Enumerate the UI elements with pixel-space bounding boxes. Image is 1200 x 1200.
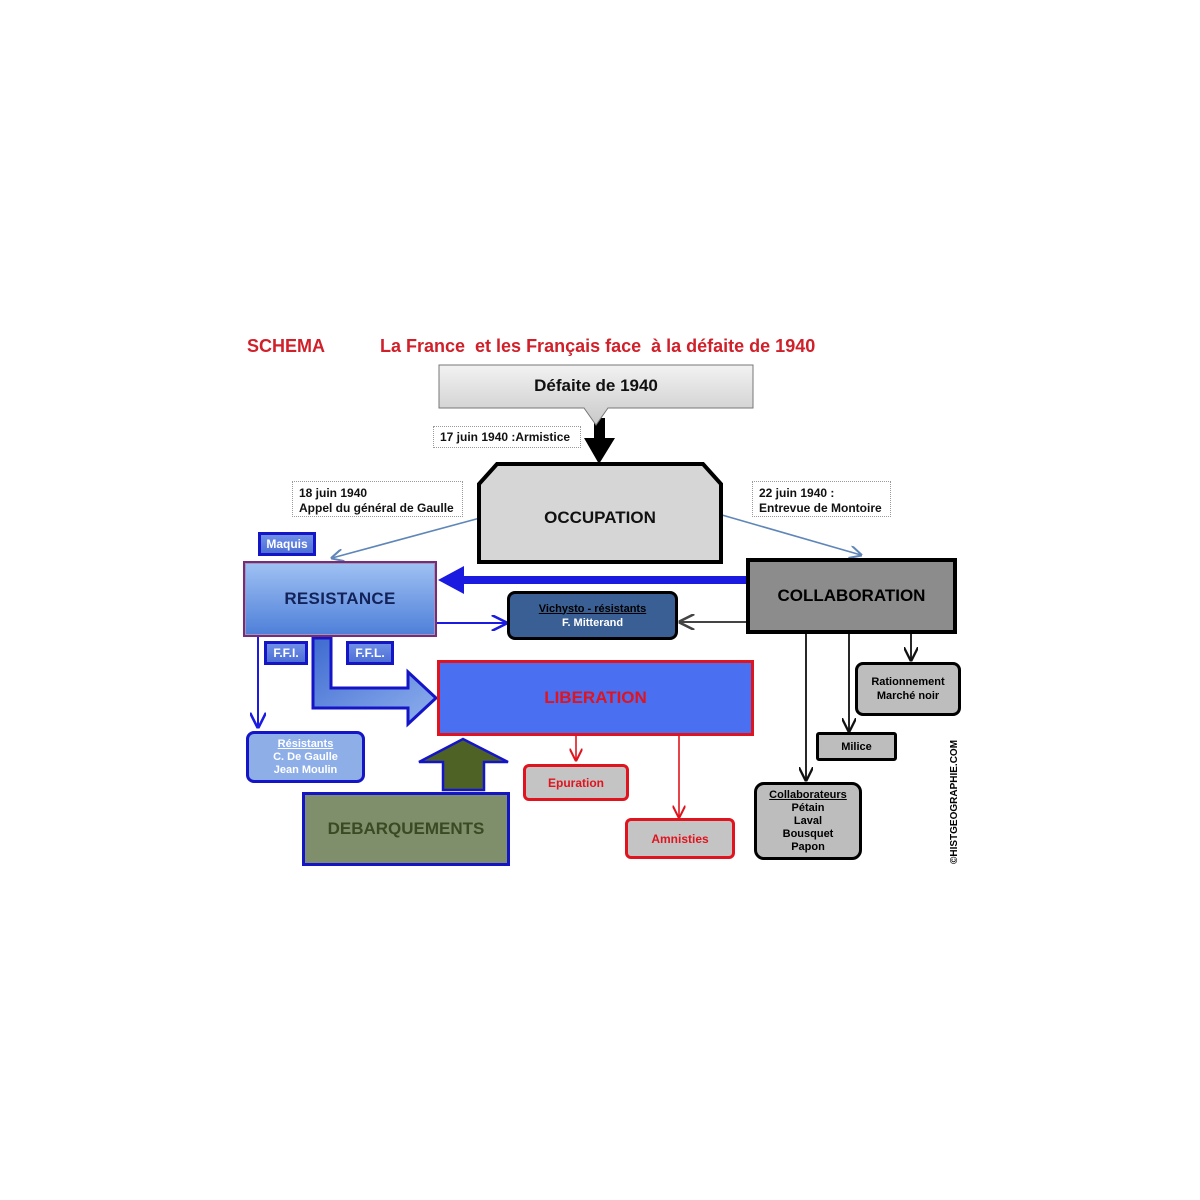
- ffi-tag: F.F.I.: [264, 641, 308, 665]
- defaite-node: Défaite de 1940: [438, 364, 754, 426]
- maquis-tag: Maquis: [258, 532, 316, 556]
- debarquements-to-liberation-arrow: [418, 737, 509, 792]
- montoire-note: 22 juin 1940 : Entrevue de Montoire: [752, 481, 891, 517]
- resistants-heading: Résistants: [277, 737, 334, 750]
- rationnement-line1: Rationnement: [871, 676, 945, 688]
- appel-note: 18 juin 1940 Appel du général de Gaulle: [292, 481, 463, 517]
- liberation-label: LIBERATION: [544, 688, 647, 707]
- collaborateurs-name: Pétain: [791, 801, 825, 814]
- montoire-line2: Entrevue de Montoire: [759, 501, 882, 515]
- occupation-label: OCCUPATION: [544, 508, 656, 527]
- ffl-tag: F.F.L.: [346, 641, 394, 665]
- milice-node: Milice: [816, 732, 897, 761]
- vichysto-heading: Vichysto - résistants: [538, 602, 647, 615]
- collaborateurs-node: Collaborateurs Pétain Laval Bousquet Pap…: [754, 782, 862, 860]
- montoire-line1: 22 juin 1940 :: [759, 486, 835, 500]
- ffi-label: F.F.I.: [273, 646, 299, 660]
- rationnement-node: Rationnement Marché noir: [855, 662, 961, 716]
- resistance-label: RESISTANCE: [284, 589, 396, 608]
- appel-line2: Appel du général de Gaulle: [299, 501, 454, 515]
- occupation-to-resistance-arrow: [332, 517, 481, 558]
- collaboration-to-resistance-arrow: [438, 566, 746, 594]
- resistance-node: RESISTANCE: [243, 561, 437, 637]
- occupation-to-collaboration-arrow: [721, 514, 861, 555]
- occupation-node: OCCUPATION: [477, 462, 723, 564]
- collaborateurs-name: Papon: [791, 840, 825, 853]
- defaite-shape: [438, 364, 754, 426]
- liberation-node: LIBERATION: [437, 660, 754, 736]
- milice-label: Milice: [841, 740, 872, 753]
- amnisties-node: Amnisties: [625, 818, 735, 859]
- vichysto-node: Vichysto - résistants F. Mitterand: [507, 591, 678, 640]
- epuration-label: Epuration: [548, 775, 604, 790]
- resistance-to-liberation-arrow: [311, 636, 439, 728]
- resistants-node: Résistants C. De Gaulle Jean Moulin: [246, 731, 365, 783]
- schema-label: SCHEMA: [247, 336, 326, 356]
- appel-line1: 18 juin 1940: [299, 486, 368, 500]
- resistants-line2: Jean Moulin: [273, 763, 338, 776]
- vichysto-line1: F. Mitterand: [561, 616, 624, 629]
- collaborateurs-heading: Collaborateurs: [769, 788, 847, 801]
- rationnement-line2: Marché noir: [876, 690, 940, 702]
- amnisties-label: Amnisties: [651, 831, 709, 846]
- collaboration-label: COLLABORATION: [777, 586, 926, 605]
- defaite-to-occupation-arrow: [584, 418, 615, 464]
- armistice-note: 17 juin 1940 :Armistice: [433, 426, 581, 448]
- collaborateurs-name: Laval: [793, 814, 823, 827]
- epuration-node: Epuration: [523, 764, 629, 801]
- defaite-label: Défaite de 1940: [534, 376, 658, 395]
- maquis-label: Maquis: [266, 537, 308, 551]
- armistice-text: 17 juin 1940 :Armistice: [440, 430, 571, 444]
- debarquements-node: DEBARQUEMENTS: [302, 792, 510, 866]
- collaboration-node: COLLABORATION: [746, 558, 957, 634]
- ffl-label: F.F.L.: [355, 646, 385, 660]
- page-title: La France et les Français face à la défa…: [380, 336, 816, 356]
- debarquements-label: DEBARQUEMENTS: [327, 819, 485, 838]
- collaborateurs-name: Bousquet: [782, 827, 834, 840]
- copyright-text: ©HISTGEOGRAPHIE.COM: [949, 739, 960, 864]
- resistants-line1: C. De Gaulle: [273, 750, 338, 763]
- occupation-shape: [477, 462, 723, 564]
